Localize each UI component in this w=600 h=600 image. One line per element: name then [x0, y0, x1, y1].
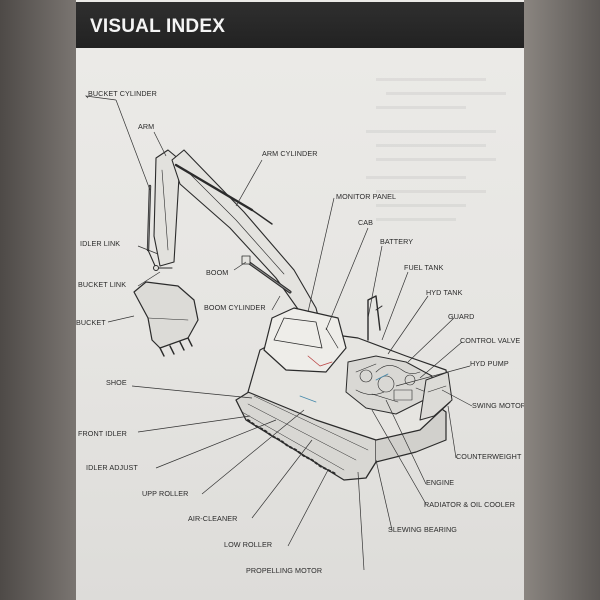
- label-boom-cylinder: BOOM CYLINDER: [204, 303, 266, 312]
- excavator-diagram: BUCKET CYLINDER ARM ARM CYLINDER MONITOR…: [76, 89, 524, 575]
- label-counterweight: COUNTERWEIGHT: [456, 452, 522, 461]
- label-guard: GUARD: [448, 312, 474, 321]
- label-upp-roller: UPP ROLLER: [142, 489, 188, 498]
- label-swing-motor: SWING MOTOR: [472, 401, 524, 410]
- label-engine: ENGINE: [426, 478, 454, 487]
- label-hyd-tank: HYD TANK: [426, 288, 463, 297]
- label-radiator-oil-cooler: RADIATOR & OIL COOLER: [424, 500, 515, 509]
- label-battery: BATTERY: [380, 237, 413, 246]
- background-left: [0, 0, 76, 600]
- label-hyd-pump: HYD PUMP: [470, 359, 509, 368]
- label-bucket: BUCKET: [76, 318, 106, 327]
- excavator-drawing: [133, 149, 453, 481]
- label-slewing-bearing: SLEWING BEARING: [388, 525, 457, 534]
- label-fuel-tank: FUEL TANK: [404, 263, 444, 272]
- label-low-roller: LOW ROLLER: [224, 540, 272, 549]
- manual-page: VISUAL INDEX: [76, 0, 524, 600]
- label-boom: BOOM: [206, 268, 228, 277]
- label-arm-cylinder: ARM CYLINDER: [262, 149, 318, 158]
- label-bucket-cylinder: BUCKET CYLINDER: [88, 89, 157, 98]
- label-idler-adjust: IDLER ADJUST: [86, 463, 138, 472]
- label-front-idler: FRONT IDLER: [78, 429, 127, 438]
- label-air-cleaner: AIR-CLEANER: [188, 514, 237, 523]
- label-cab: CAB: [358, 218, 373, 227]
- background-right: [524, 0, 600, 600]
- section-header-bar: VISUAL INDEX: [76, 2, 524, 48]
- show-through-text: [366, 78, 506, 221]
- label-control-valve: CONTROL VALVE: [460, 336, 520, 345]
- label-monitor-panel: MONITOR PANEL: [336, 192, 396, 201]
- label-arm: ARM: [138, 122, 154, 131]
- label-propelling-motor: PROPELLING MOTOR: [246, 566, 322, 575]
- label-bucket-link: BUCKET LINK: [78, 280, 126, 289]
- label-idler-link: IDLER LINK: [80, 239, 120, 248]
- label-shoe: SHOE: [106, 378, 127, 387]
- page-title: VISUAL INDEX: [90, 16, 226, 37]
